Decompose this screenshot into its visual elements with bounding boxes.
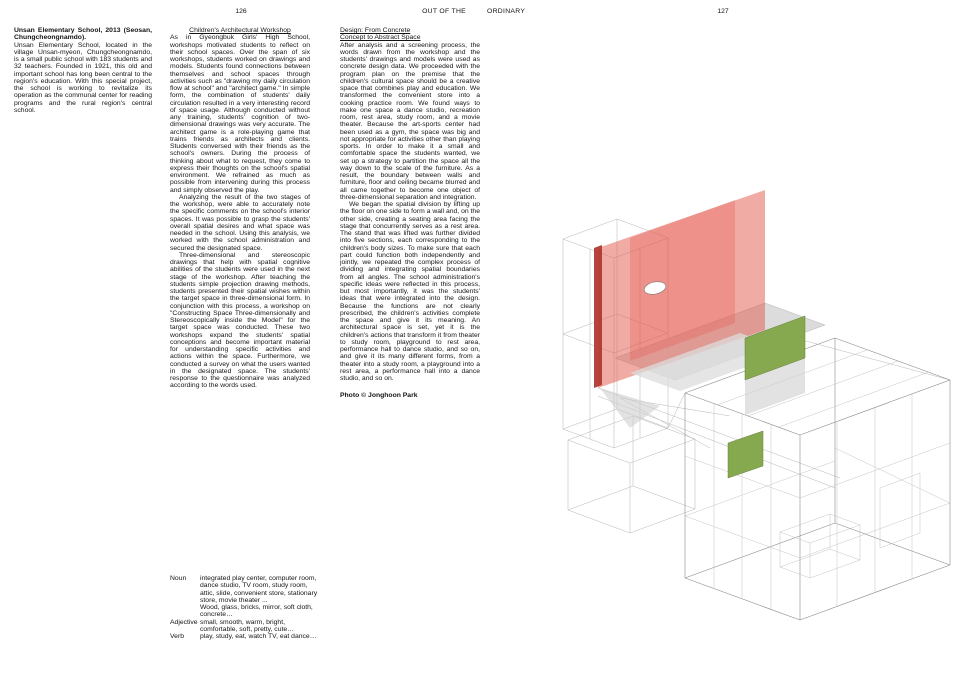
gray-wedge	[600, 388, 660, 428]
workshop-paragraph: Analyzing the result of the two stages o…	[170, 193, 310, 252]
red-plane	[594, 190, 765, 388]
workshop-heading: Children's Architectural Workshop	[189, 27, 291, 34]
intro-column: Unsan Elementary School, 2013 (Seosan, C…	[14, 27, 152, 114]
design-heading-line1: Design: From Concrete	[340, 27, 411, 34]
red-plane-edge	[594, 245, 602, 388]
glossary-row: Adjective small, smooth, warm, bright, c…	[170, 619, 322, 634]
glossary-definition-line: Wood, glass, bricks, mirror, soft cloth,…	[200, 604, 313, 619]
wireframe-right-outline	[684, 337, 951, 621]
design-column: Design: From Concrete Concept to Abstrac…	[340, 27, 480, 400]
article-title: Unsan Elementary School, 2013 (Seosan, C…	[14, 27, 152, 42]
glossary-term: Noun	[170, 575, 187, 582]
glossary-definition: integrated play center, computer room, d…	[200, 575, 322, 619]
glossary-definition: play, study, eat, watch TV, eat dance…	[200, 633, 322, 640]
page-number-right: 127	[717, 8, 729, 15]
design-paragraph: We began the spatial division by lifting…	[340, 201, 480, 382]
wireframe-right-detail	[684, 349, 951, 609]
workshop-paragraph: As in Gyeongbuk Girls' High School, work…	[170, 34, 310, 194]
photo-credit: Photo © Jonghoon Park	[340, 392, 418, 400]
glossary-row: Noun integrated play center, computer ro…	[170, 575, 322, 619]
glossary-term: Verb	[170, 633, 184, 640]
glossary-definition: small, smooth, warm, bright, comfortable…	[200, 619, 322, 634]
glossary: Noun integrated play center, computer ro…	[170, 575, 322, 640]
green-panels	[727, 315, 806, 479]
running-title-right: ORDINARY	[487, 8, 526, 15]
workshop-column: Children's Architectural Workshop As in …	[170, 27, 310, 390]
page-number-left: 126	[235, 8, 247, 15]
glossary-definition-line: play, study, eat, watch TV, eat dance…	[200, 633, 317, 640]
ellipse-detail	[643, 281, 667, 295]
workshop-paragraph: Three-dimensional and stereoscopic drawi…	[170, 251, 310, 390]
design-heading-line2: Concept to Abstract Space	[340, 34, 421, 42]
glossary-definition-line: small, smooth, warm, bright, comfortable…	[200, 618, 294, 633]
glossary-definition-line: integrated play center, computer room, d…	[200, 575, 318, 604]
glossary-row: Verb play, study, eat, watch TV, eat dan…	[170, 633, 322, 640]
axonometric-drawing	[562, 190, 951, 621]
running-title-left: OUT OF THE	[422, 8, 466, 15]
intro-body: Unsan Elementary School, located in the …	[14, 41, 152, 114]
gray-stand	[745, 358, 805, 415]
glossary-term: Adjective	[170, 618, 198, 626]
design-paragraph: After analysis and a screening process, …	[340, 41, 480, 201]
